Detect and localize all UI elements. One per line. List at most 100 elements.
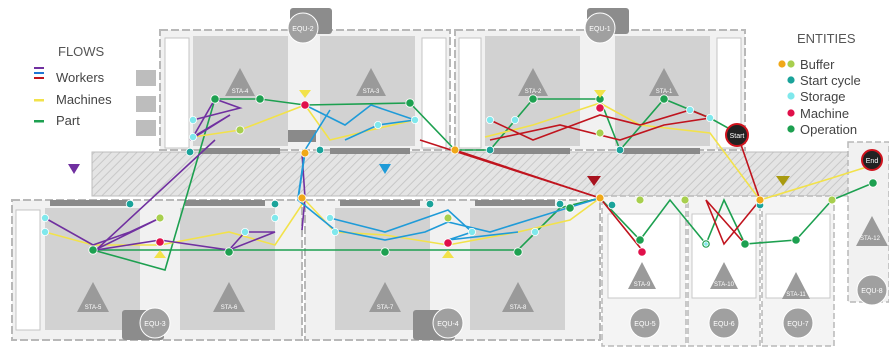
buffer-node-orange: [755, 195, 765, 205]
legend-workers-swatch-blue: [34, 72, 44, 74]
legend-operation-label: Operation: [800, 122, 857, 137]
machine-node: [443, 238, 453, 248]
machine-node: [637, 247, 647, 257]
storage-node: [41, 227, 50, 236]
storage-node: [467, 227, 476, 236]
legend-machine-dot: [787, 109, 795, 117]
legend-buffer-dot-orange: [778, 60, 786, 68]
equipment-equ-4: EQU-4: [413, 307, 464, 340]
tray-2: [330, 148, 410, 154]
arrow-down-purple-icon: [68, 164, 80, 174]
machine-node: [300, 100, 310, 110]
station-label: STA-12: [860, 236, 881, 242]
equipment-label: EQU-3: [144, 321, 166, 328]
station-triangle-icon: [628, 262, 656, 289]
arrow-down-yellow-icon: [299, 90, 311, 98]
station-sta-12: STA-12: [856, 216, 888, 246]
operation-node: [565, 203, 575, 213]
legend-workers-swatch-red: [34, 77, 44, 79]
storage-node: [706, 114, 715, 123]
flow-direction-markers: [68, 90, 790, 258]
arrow-down-olive-icon: [776, 176, 790, 186]
start-cycle-node: [125, 199, 135, 209]
station-sta-8: STA-8: [502, 282, 534, 312]
storage-node: [41, 213, 50, 222]
station-sta-5: STA-5: [77, 282, 109, 312]
worker-flow-red-path-1: [489, 109, 714, 141]
entity-nodes: [41, 94, 878, 257]
operation-node: [210, 94, 220, 104]
operation-node: [380, 247, 390, 257]
equipment-label: EQU-5: [634, 321, 656, 328]
equipment-equ-7: EQU-7: [782, 307, 814, 339]
equipment-label: EQU-1: [589, 26, 611, 33]
equipment-equ-1: EQU-1: [584, 8, 629, 44]
station-triangle-icon: [77, 282, 109, 312]
storage-node: [703, 241, 709, 247]
legend-buffer-label: Buffer: [800, 57, 835, 72]
part-flow: [92, 98, 874, 271]
station-triangle-icon: [782, 272, 810, 299]
operation-node: [255, 94, 265, 104]
start-marker-circle: [725, 123, 749, 147]
station-label: STA-5: [85, 305, 102, 311]
machine-flow-path-2: [484, 102, 874, 201]
station-sta-1: STA-1: [649, 68, 679, 96]
legend-part-swatch: [34, 120, 44, 123]
legend-start-cycle-dot: [787, 76, 795, 84]
start-cycle-node: [607, 200, 617, 210]
station-triangle-icon: [518, 68, 548, 96]
equipment-circle-icon: [629, 307, 661, 339]
operation-node: [513, 247, 523, 257]
storage-node: [270, 213, 279, 222]
storage-node: [686, 106, 695, 115]
start-cycle-node: [185, 147, 195, 157]
station-label: STA-6: [221, 305, 238, 311]
part-flow-path: [92, 98, 874, 271]
storage-node: [188, 132, 197, 141]
station-triangle-icon: [369, 282, 401, 312]
equipment-circle-icon: [139, 307, 171, 339]
buffer-node-lime: [235, 125, 245, 135]
start-cycle-node: [615, 145, 625, 155]
conveyor-top-left: [164, 37, 190, 149]
equipment-label: EQU-7: [787, 321, 809, 328]
station-label: STA-1: [656, 89, 673, 95]
station-triangle-icon: [225, 68, 255, 96]
side-box-2: [136, 96, 156, 112]
station-sta-2: STA-2: [518, 68, 548, 96]
buffer-node-lime: [595, 128, 605, 138]
legend-entities-title: ENTITIES: [797, 31, 856, 46]
storage-node: [188, 116, 197, 125]
equipment-circle-icon: [782, 307, 814, 339]
machine-flow-path-3: [44, 197, 601, 246]
arrow-down-red-icon: [587, 176, 601, 186]
buffer-node-orange: [300, 148, 310, 158]
station-sta-7: STA-7: [369, 282, 401, 312]
buffer-node-lime: [443, 213, 453, 223]
worker-flow-blue-path-2: [297, 152, 601, 241]
buffer-node-lime: [635, 195, 645, 205]
station-triangle-icon: [502, 282, 534, 312]
side-box-1: [136, 70, 156, 86]
tray-9: [288, 130, 316, 142]
buffer-node-orange: [297, 193, 307, 203]
station-sta-10: STA-10: [710, 262, 738, 289]
legend-storage-dot: [787, 92, 795, 100]
operation-node: [868, 178, 878, 188]
buffer-node-lime: [680, 195, 690, 205]
equipment-equ-6: EQU-6: [708, 307, 740, 339]
conveyor-bottom-left: [15, 209, 41, 331]
side-box-3: [136, 120, 156, 136]
conveyor-top-left-2: [421, 37, 447, 149]
legend-operation-dot: [787, 125, 795, 133]
worker-flow-blue-path-3: [329, 209, 519, 241]
machine-node: [595, 103, 605, 113]
legend-flows-title: FLOWS: [58, 44, 105, 59]
storage-node: [240, 227, 249, 236]
legend-start-cycle-label: Start cycle: [800, 73, 861, 88]
buffer-node-orange: [595, 193, 605, 203]
storage-node: [330, 227, 339, 236]
equipment-equ-5: EQU-5: [629, 307, 661, 339]
end-marker-label: End: [866, 158, 879, 165]
